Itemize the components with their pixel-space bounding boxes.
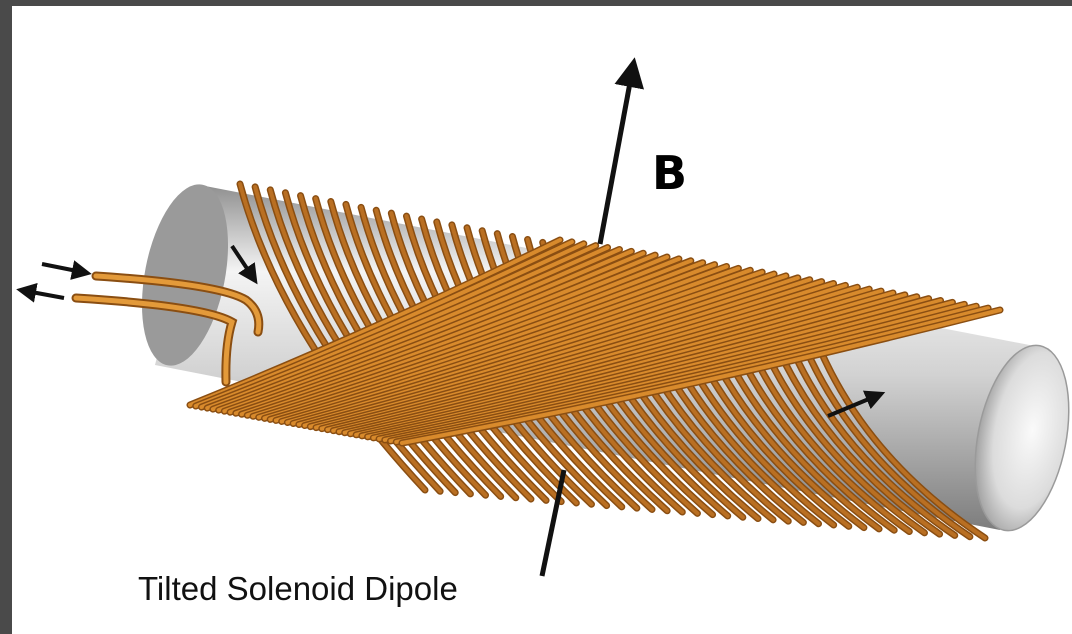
tilted-solenoid-diagram <box>12 6 1072 634</box>
figure-panel: B Tilted Solenoid Dipole <box>12 6 1072 634</box>
current-out-arrow-icon <box>26 291 64 298</box>
current-in-arrow-icon <box>42 264 82 272</box>
field-arrow-up-icon <box>600 72 632 244</box>
field-label-b: B <box>652 146 687 200</box>
figure-caption: Tilted Solenoid Dipole <box>138 570 458 608</box>
